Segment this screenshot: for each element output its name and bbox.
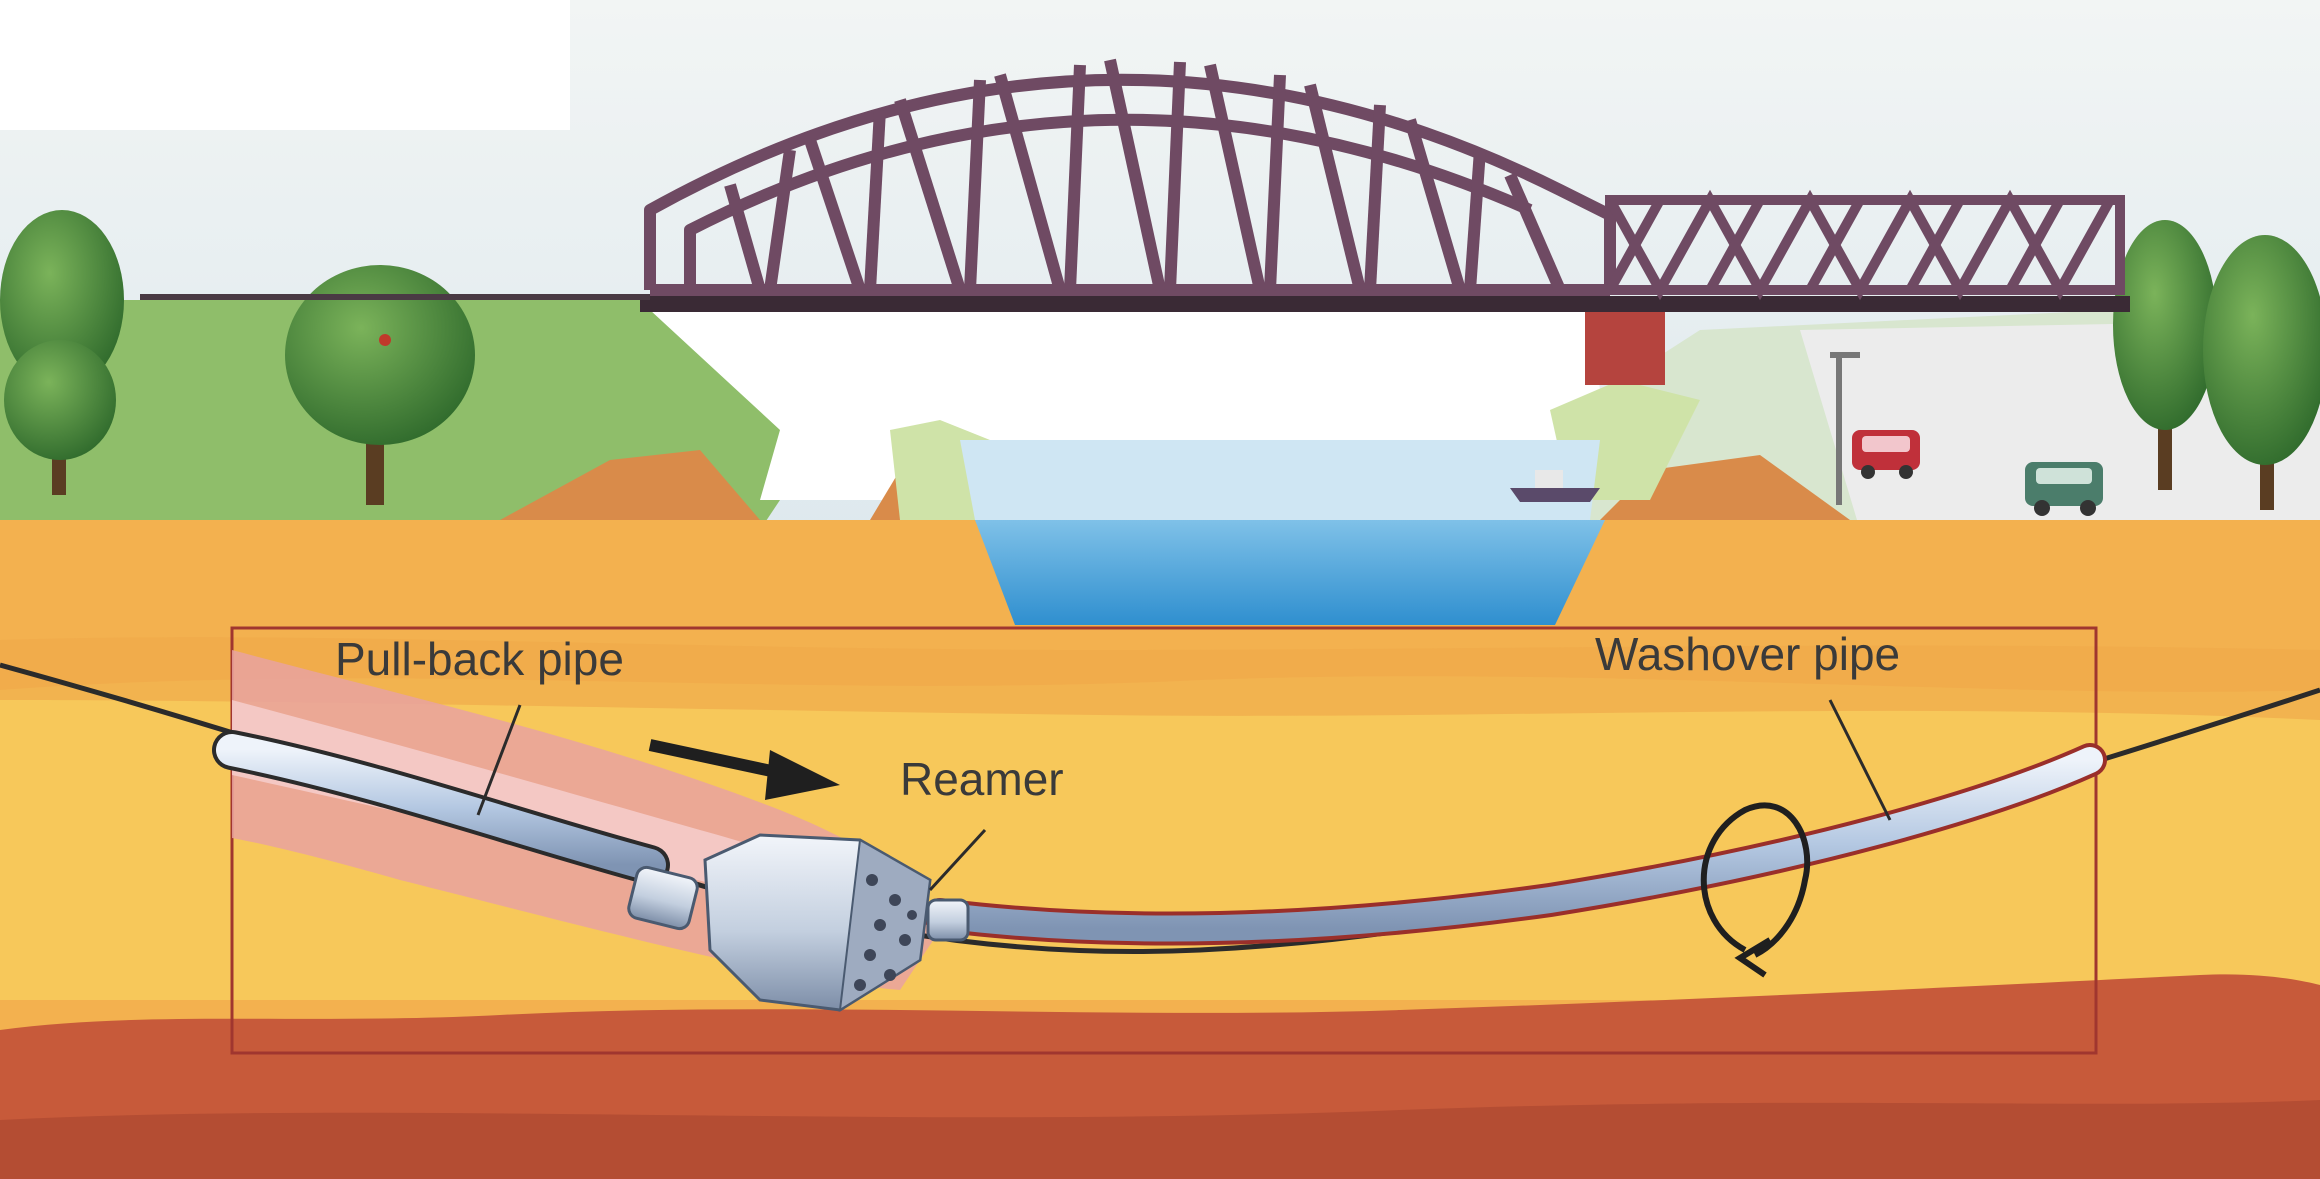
- car-green: [2025, 462, 2103, 516]
- reamer-label: Reamer: [900, 753, 1064, 805]
- bridge-flat-truss: [1605, 189, 2125, 301]
- bridge-arch-truss: [644, 58, 1616, 296]
- orange-band: [0, 637, 2320, 720]
- pull-back-pipe-label: Pull-back pipe: [335, 633, 624, 685]
- pull-direction-arrow-icon: [648, 739, 840, 800]
- river-cutout: [975, 520, 1605, 625]
- pull-back-pipe-leader: [476, 704, 522, 816]
- pull-back-pipe: [216, 734, 666, 881]
- washover-pipe-body: [927, 747, 2103, 942]
- deep-soil-texture: [0, 1100, 2320, 1179]
- bridge-deck-rail: [140, 294, 650, 300]
- callout-frame: [230, 626, 2098, 1055]
- lamp-post: [1830, 352, 1860, 505]
- mound-left: [500, 450, 760, 520]
- boat: [1510, 488, 1600, 502]
- tree-left-1: [0, 210, 124, 495]
- washover-pipe-leader: [1828, 699, 1892, 821]
- river-surface: [960, 440, 1600, 520]
- blank-corner: [0, 0, 570, 130]
- car-red: [1852, 430, 1920, 479]
- reamer-leader: [928, 828, 987, 892]
- reamed-borehole-highlight: [232, 700, 860, 905]
- tree-right-2: [2203, 235, 2320, 510]
- boat-cabin: [1535, 470, 1563, 488]
- rotation-arrow-icon: [1700, 802, 1811, 978]
- tree-left-2: [285, 265, 475, 505]
- tree-right-1: [2113, 220, 2217, 490]
- bridge-pier: [1585, 310, 1665, 385]
- bridge-deck: [640, 296, 2130, 312]
- washover-pipe-label: Washover pipe: [1595, 628, 1900, 680]
- reamer-tool: [627, 833, 970, 1012]
